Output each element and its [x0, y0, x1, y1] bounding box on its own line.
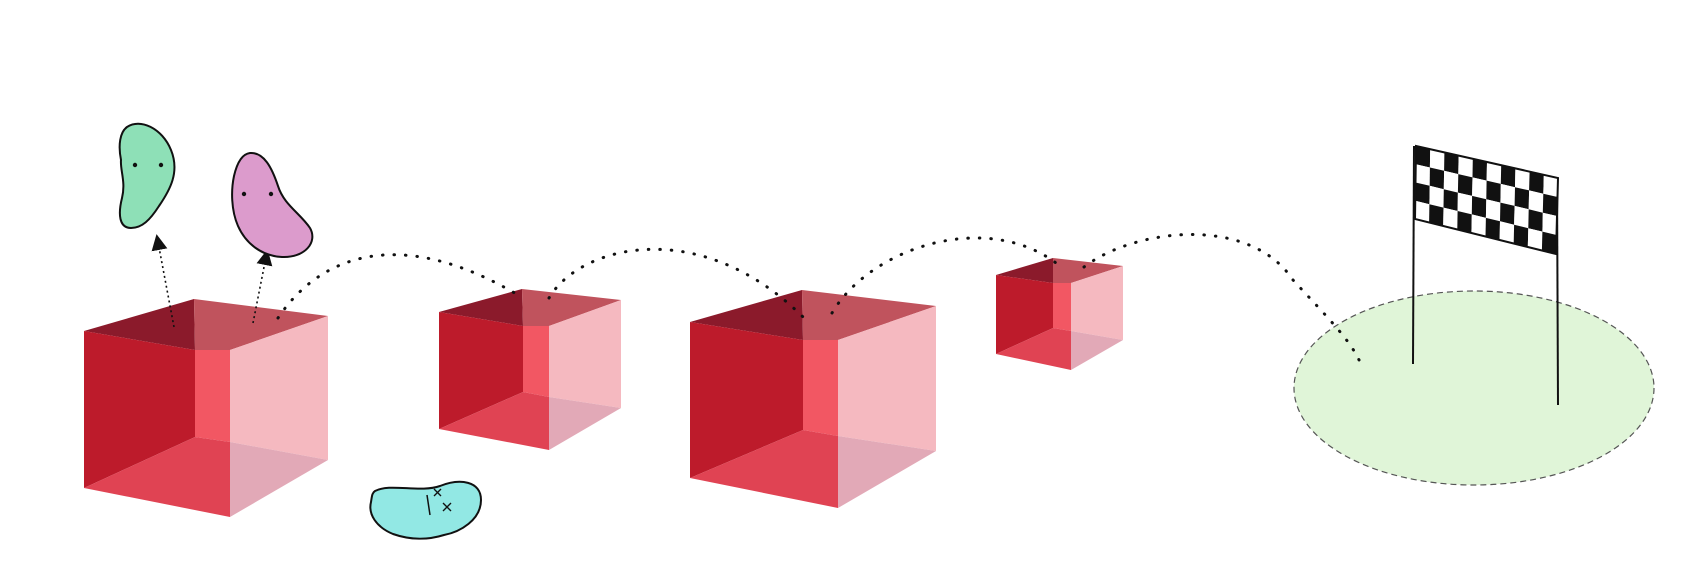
- flag-cell: [1542, 193, 1558, 216]
- flag-cell: [1485, 199, 1501, 222]
- flag-cell: [1444, 152, 1459, 175]
- cube-top-face: [802, 290, 936, 340]
- flag-cell: [1529, 171, 1544, 194]
- flag-cell: [1429, 204, 1444, 226]
- cube-left-face: [690, 322, 803, 478]
- bounce-arc-2: [547, 247, 805, 319]
- cube-1: [84, 299, 328, 517]
- flag-cell: [1415, 164, 1430, 186]
- cyan-fallen-creature-icon: [369, 480, 483, 540]
- cube-right-face: [230, 316, 328, 460]
- cube-back-top-face: [996, 258, 1053, 283]
- cube-back-top-face: [439, 289, 523, 326]
- cube-inner-edge: [523, 326, 549, 397]
- flag-cell: [1485, 217, 1500, 240]
- cube-bottom-face: [996, 328, 1071, 370]
- launch-arrow-pink: [252, 249, 273, 324]
- cube-4: [996, 258, 1123, 370]
- flag-cell: [1515, 168, 1530, 191]
- bounce-path: [276, 233, 1362, 364]
- flag-cell: [1415, 182, 1430, 205]
- cube-back-top-face: [84, 299, 195, 350]
- flag-cell: [1514, 205, 1529, 229]
- cube-bottom-right-face: [549, 397, 621, 450]
- flag-border: [1413, 144, 1560, 256]
- checkered-banner: [1415, 146, 1558, 254]
- cube-top-face: [522, 289, 621, 326]
- cube-bottom-face: [439, 392, 549, 450]
- cube-top-face: [1053, 258, 1123, 283]
- flag-cell: [1457, 192, 1473, 215]
- cube-bottom-face: [84, 437, 230, 517]
- flag-cell: [1486, 180, 1501, 203]
- flag-cell: [1429, 167, 1445, 190]
- flag-cell: [1443, 170, 1459, 193]
- flag-cell: [1415, 146, 1431, 168]
- flag-cell: [1471, 214, 1486, 237]
- goal-zone: [1293, 290, 1655, 486]
- cube-bottom-face: [690, 430, 838, 508]
- flag-cell: [1429, 185, 1444, 208]
- flag-cell: [1541, 231, 1557, 254]
- flag-cell: [1527, 228, 1543, 251]
- flag-cell: [1513, 224, 1529, 247]
- cube-3: [690, 290, 936, 508]
- cube-left-face: [439, 312, 523, 429]
- cube-bottom-right-face: [230, 442, 328, 517]
- flag-cell: [1514, 187, 1530, 210]
- flag-cell: [1500, 165, 1516, 188]
- flag-cell: [1500, 183, 1515, 206]
- cube-right-face: [838, 306, 936, 451]
- cube-inner-edge: [195, 350, 230, 442]
- flag-cell: [1429, 149, 1445, 171]
- flag-cell: [1472, 177, 1487, 200]
- cube-inner-edge: [1053, 283, 1071, 331]
- cube-left-face: [84, 331, 195, 488]
- flag-cell: [1499, 221, 1515, 244]
- flag-cell: [1486, 162, 1502, 184]
- flag-cell: [1415, 200, 1430, 223]
- cube-top-face: [194, 299, 328, 350]
- flag-cell: [1443, 189, 1458, 211]
- cube-inner-edge: [803, 340, 838, 436]
- flag-cell: [1528, 190, 1544, 213]
- flag-pole-left: [1412, 145, 1415, 365]
- cube-right-face: [549, 300, 621, 408]
- cube-bottom-right-face: [1071, 331, 1123, 370]
- green-blob-creature-icon: [118, 122, 176, 230]
- flag-cell: [1457, 174, 1473, 196]
- flag-cell: [1443, 207, 1458, 230]
- flag-cell: [1528, 209, 1543, 232]
- flag-cell: [1458, 155, 1473, 178]
- flag-cell: [1471, 195, 1487, 218]
- diagram-caption-layer: [0, 0, 1, 1]
- flag-cell: [1472, 158, 1487, 181]
- cube-right-face: [1071, 266, 1123, 340]
- flag-cell: [1500, 202, 1515, 225]
- cube-back-top-face: [690, 290, 803, 340]
- pink-blob-creature-icon: [231, 151, 314, 259]
- cube-2: [439, 289, 621, 450]
- flag-cell: [1457, 211, 1472, 233]
- flag-cell: [1542, 212, 1557, 235]
- checkered-finish-flag-icon: [1412, 144, 1560, 406]
- cube-bottom-right-face: [838, 436, 936, 508]
- flag-cell: [1543, 174, 1558, 197]
- cube-left-face: [996, 275, 1053, 354]
